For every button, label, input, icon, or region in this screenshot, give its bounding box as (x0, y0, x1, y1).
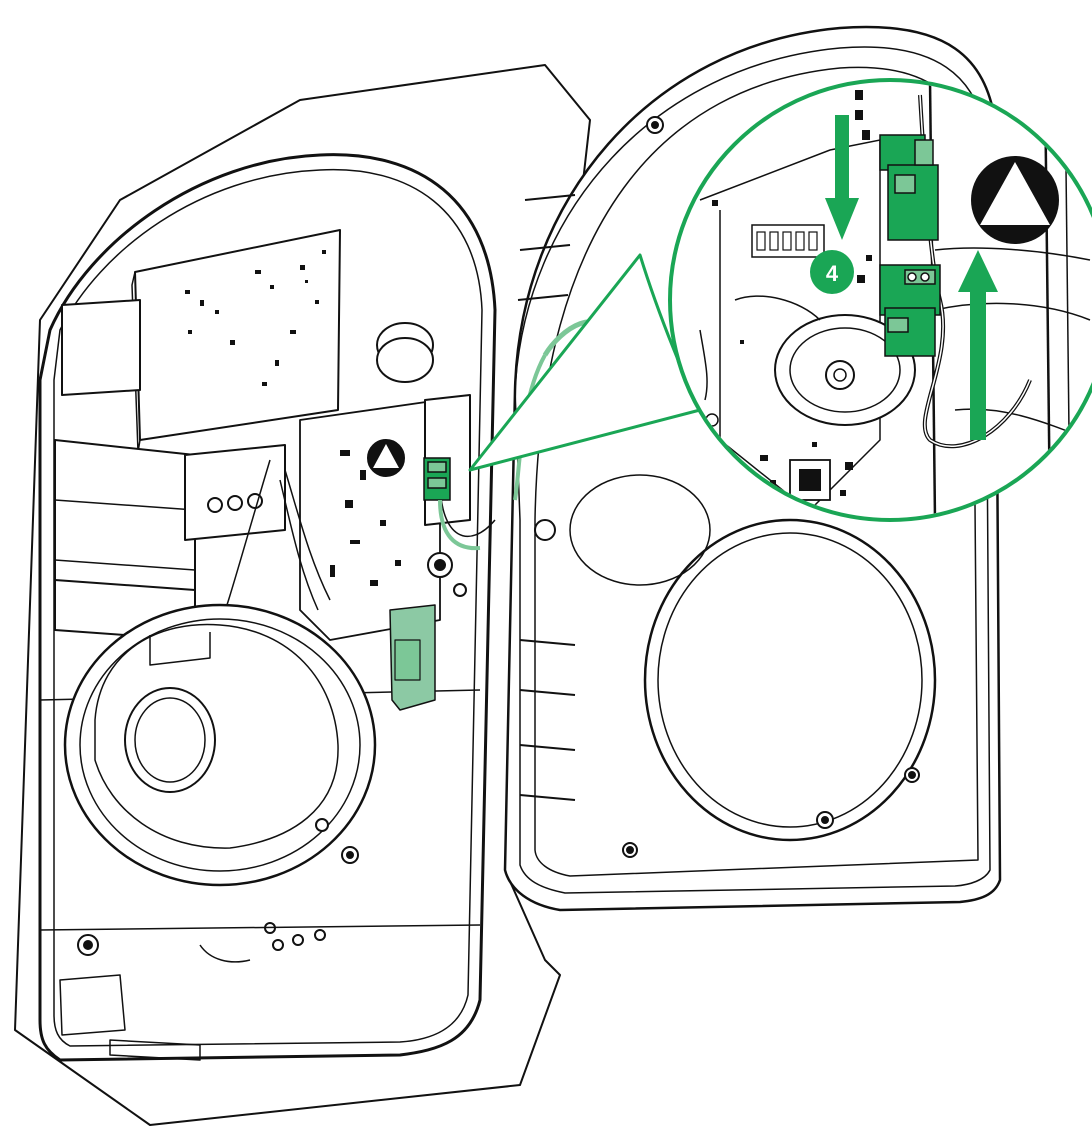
pcb-warning-mark: ! (384, 454, 389, 470)
pcb-warning-icon: ! (365, 437, 407, 479)
zoom-callout: 4 ! (468, 78, 1092, 522)
base-housing (14, 64, 591, 1126)
lower-connector (879, 264, 941, 357)
left-board-connector (423, 457, 481, 551)
arrow-down-icon (825, 115, 859, 240)
step-badge: 4 (810, 250, 854, 294)
upper-connector (879, 134, 939, 241)
warning-triangle-icon: ! (971, 156, 1059, 244)
step-number: 4 (826, 261, 839, 286)
warning-mark: ! (1009, 189, 1020, 227)
arrow-up-icon (958, 250, 998, 440)
